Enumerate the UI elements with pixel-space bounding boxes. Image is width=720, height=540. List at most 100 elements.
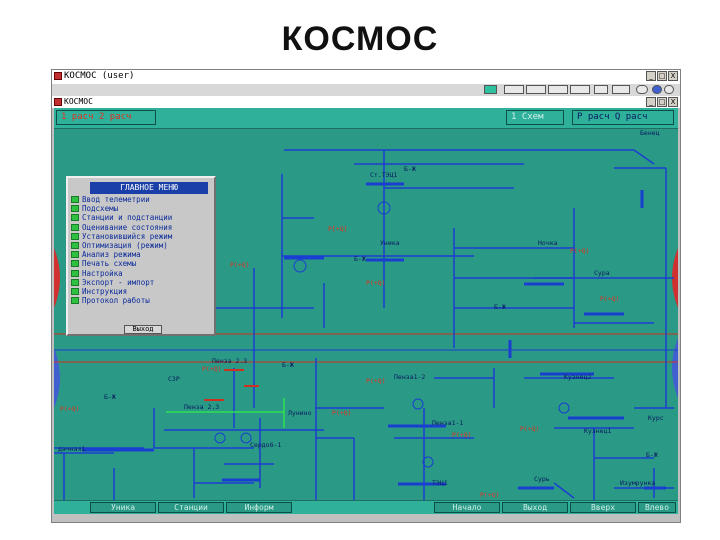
menu-check-icon	[71, 251, 79, 259]
schematic-workspace[interactable]: 1 расч 2 расч 1 Схем Р расч Q расч Бенец…	[54, 108, 678, 514]
doc-close-button[interactable]: X	[668, 97, 678, 107]
node-label-nochka[interactable]: Ночка	[538, 239, 558, 247]
node-label-izumrunka[interactable]: Изумрунка	[620, 479, 656, 487]
generator-symbol-1	[377, 201, 391, 215]
menu-item-analysis[interactable]: Анализ режима	[71, 250, 211, 259]
toolbar-button-oval[interactable]	[636, 85, 648, 94]
green-lines	[166, 398, 285, 428]
main-menu-header: ГЛАВНОЕ МЕНЮ	[90, 182, 208, 194]
top-network	[214, 149, 674, 408]
node-label-benets[interactable]: Бенец	[640, 129, 660, 137]
menu-item-telemetry[interactable]: Ввод телеметрии	[71, 195, 211, 204]
close-button[interactable]: X	[668, 71, 678, 81]
node-label-unika[interactable]: Уника	[380, 239, 400, 247]
menu-item-steady-state[interactable]: Установившийся режим	[71, 232, 211, 241]
schema-selector[interactable]: 1 Схем	[506, 110, 564, 125]
calc-mode-right[interactable]: Р расч Q расч	[572, 110, 674, 125]
pq-label-9: Р(+Q)	[332, 409, 352, 417]
menu-item-export-import[interactable]: Экспорт - импорт	[71, 278, 211, 287]
toolbar-button-2[interactable]	[526, 85, 546, 94]
flow-label-1: Б-Ж	[404, 165, 416, 173]
flow-label-4: Б-Ж	[282, 361, 294, 369]
pq-label-12: Р(+Q)	[480, 491, 500, 499]
right-blue-oval	[672, 338, 678, 398]
toolbar-button-1[interactable]	[504, 85, 524, 94]
workspace-bottom-bar: Уника Станции Информ Начало Выход Вверх …	[54, 500, 678, 514]
window-title: КОСМОС (user)	[64, 71, 135, 81]
menu-item-settings[interactable]: Настройка	[71, 269, 211, 278]
app-icon	[54, 72, 62, 80]
node-label-penza-2-3-bottom[interactable]: Пенза 2.3	[184, 403, 220, 411]
menu-item-stations[interactable]: Станции и подстанции	[71, 213, 211, 222]
node-label-penza1-1[interactable]: Пенза1-1	[432, 419, 464, 427]
network-schematic[interactable]	[54, 108, 678, 514]
node-label-kurs[interactable]: Курс	[648, 414, 664, 422]
maximize-button[interactable]: □	[657, 71, 667, 81]
generator-symbol-4	[240, 432, 252, 444]
busbars-lower	[82, 372, 666, 490]
main-menu-list: Ввод телеметрии Подсхемы Станции и подст…	[71, 195, 211, 305]
menu-item-state-estimation[interactable]: Оценивание состояния	[71, 223, 211, 232]
exit-button[interactable]: Выход	[124, 325, 162, 334]
node-label-lunino[interactable]: Лунино	[288, 409, 312, 417]
lower-network	[54, 358, 674, 514]
doc-icon	[54, 98, 62, 106]
nav-button-exit[interactable]: Выход	[502, 502, 568, 513]
generator-symbol-6	[422, 456, 434, 468]
info-icon[interactable]	[652, 85, 662, 94]
node-label-st-tets1[interactable]: Ст.ТЭЦ1	[370, 171, 398, 179]
red-fragments	[204, 369, 259, 401]
nav-button-stations[interactable]: Станции	[158, 502, 224, 513]
left-red-oval	[54, 248, 60, 308]
pq-label-5: Р(+Q)	[600, 295, 620, 303]
node-label-dachnaya1[interactable]: дачная1	[58, 445, 86, 453]
pq-label-2: Р(+Q)	[230, 261, 250, 269]
nav-button-unika[interactable]: Уника	[90, 502, 156, 513]
node-label-penza1-2[interactable]: Пенза1-2	[394, 373, 426, 381]
toolbar-button-5[interactable]	[594, 85, 608, 94]
generator-symbol-3	[214, 432, 226, 444]
nav-button-left[interactable]: Влево	[638, 502, 676, 513]
workspace-top-bar: 1 расч 2 расч 1 Схем Р расч Q расч	[54, 108, 678, 129]
menu-item-print[interactable]: Печать схемы	[71, 259, 211, 268]
cancel-icon[interactable]	[664, 85, 674, 94]
node-label-kuznets1[interactable]: Кузнец1	[584, 427, 612, 435]
nav-button-inform[interactable]: Информ	[226, 502, 292, 513]
pq-label-4: Р(+Q)	[570, 247, 590, 255]
toolbar-button-3[interactable]	[548, 85, 568, 94]
pq-label-10: Р(+Q)	[452, 431, 472, 439]
pq-label-1: P[+Q]	[328, 225, 348, 233]
toolbar-button-color[interactable]	[484, 85, 497, 94]
nav-button-start[interactable]: Начало	[434, 502, 500, 513]
pq-label-7: Р(+Q)	[60, 405, 80, 413]
menu-check-icon	[71, 278, 79, 286]
menu-item-instructions[interactable]: Инструкция	[71, 287, 211, 296]
menu-check-icon	[71, 223, 79, 231]
menu-check-icon	[71, 287, 79, 295]
node-label-sura[interactable]: Сура	[594, 269, 610, 277]
node-label-serdob-1[interactable]: Сердоб-1	[250, 441, 282, 449]
nav-button-up[interactable]: Вверх	[570, 502, 636, 513]
flow-label-6: Б-Ж	[646, 451, 658, 459]
calc-mode-left[interactable]: 1 расч 2 расч	[56, 110, 156, 125]
doc-maximize-button[interactable]: □	[657, 97, 667, 107]
document-bar: КОСМОС _ □ X	[52, 96, 680, 108]
menu-check-icon	[71, 297, 79, 305]
menu-item-subschemes[interactable]: Подсхемы	[71, 204, 211, 213]
minimize-button[interactable]: _	[646, 71, 656, 81]
menu-item-optimization[interactable]: Оптимизация (режим)	[71, 241, 211, 250]
pq-label-8: Р(+Q)	[366, 377, 386, 385]
menu-item-log[interactable]: Протокол работы	[71, 296, 211, 305]
toolbar-button-6[interactable]	[612, 85, 630, 94]
node-label-kuznets2[interactable]: Кузнец2	[564, 373, 592, 381]
node-label-szr[interactable]: СЗР	[168, 375, 180, 383]
generator-symbol-2	[293, 259, 307, 273]
menu-check-icon	[71, 205, 79, 213]
doc-minimize-button[interactable]: _	[646, 97, 656, 107]
title-bar[interactable]: КОСМОС (user) _ □ X	[52, 70, 680, 84]
node-label-sur[interactable]: Сурь	[534, 475, 550, 483]
toolbar-button-4[interactable]	[570, 85, 590, 94]
node-label-tets1[interactable]: ТЭЦ1	[432, 479, 448, 487]
node-label-penza-2-3-top[interactable]: Пенза 2.3	[212, 357, 248, 365]
menu-check-icon	[71, 196, 79, 204]
